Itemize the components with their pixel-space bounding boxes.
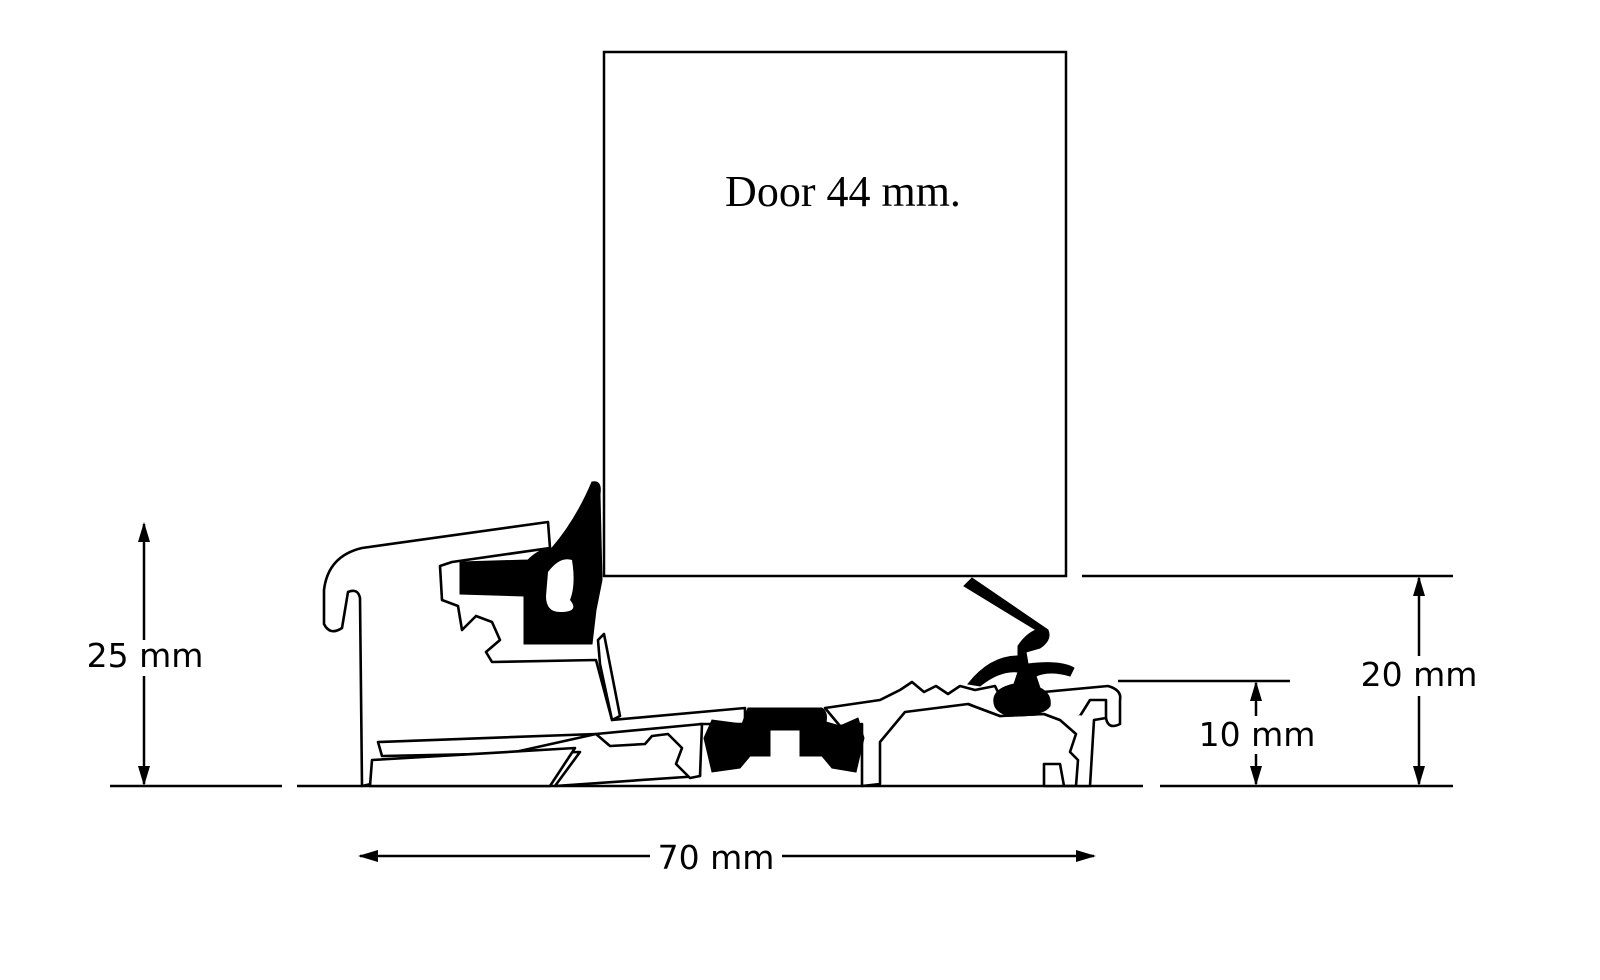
width-label: 70 mm xyxy=(658,838,775,877)
door-gap-label: 20 mm xyxy=(1361,655,1478,694)
door-label: Door 44 mm. xyxy=(725,167,961,216)
door-panel xyxy=(602,50,1068,578)
drop-seal-right xyxy=(963,577,1075,717)
height-total-label: 25 mm xyxy=(87,636,204,675)
brush-seal-left xyxy=(459,481,603,645)
step-label: 10 mm xyxy=(1199,715,1316,754)
center-seal xyxy=(703,707,865,773)
